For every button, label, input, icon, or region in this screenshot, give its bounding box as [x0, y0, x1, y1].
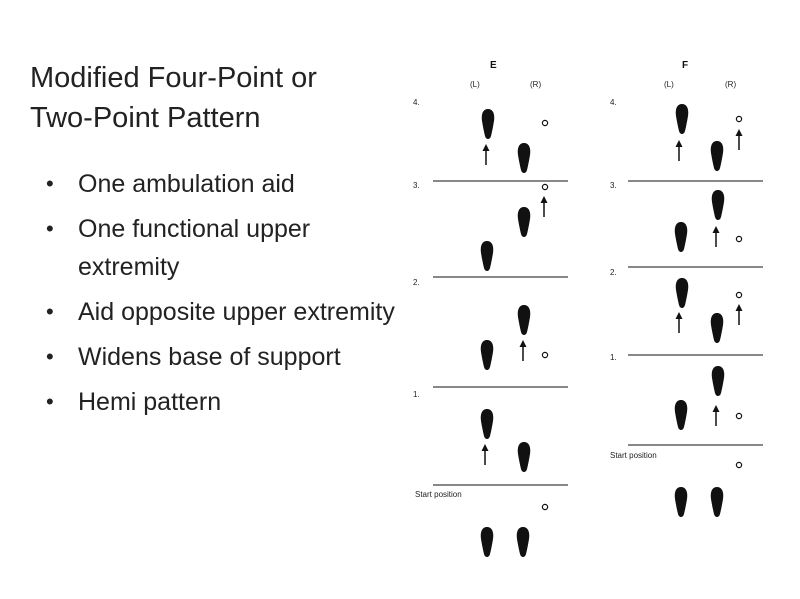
footprint-icon	[516, 527, 530, 557]
column-f-left-label: (L)	[664, 80, 674, 89]
arrow-up-icon	[674, 139, 684, 162]
column-e-start-label: Start position	[415, 490, 462, 499]
bullet-text: Widens base of support	[78, 343, 341, 371]
cane-tip-icon	[735, 412, 743, 420]
slide-title-line-2: Two-Point Pattern	[30, 102, 261, 134]
column-f-step-3-label: 3.	[610, 181, 617, 190]
cane-tip-icon	[541, 119, 549, 127]
column-f: F (L) (R) 4. 3. 2. 1. Start position	[610, 60, 763, 517]
footprint-icon	[710, 313, 724, 343]
footprint-icon	[711, 190, 725, 220]
footprint-icon	[517, 442, 531, 472]
arrow-up-icon	[734, 128, 744, 151]
bullet-text: Hemi pattern	[78, 388, 222, 416]
bullet-text: One ambulation aid	[78, 170, 295, 198]
column-e-step-4-label: 4.	[413, 98, 420, 107]
footprint-icon	[517, 305, 531, 335]
bullet-text: Aid opposite upper extremity	[78, 298, 395, 326]
slide-title: Modified Four-Point or Two-Point Pattern	[30, 58, 410, 138]
bullet-dot-icon: •	[46, 171, 54, 196]
arrow-up-icon	[711, 404, 721, 427]
footprint-icon	[480, 409, 494, 439]
bullet-item: • Aid opposite upper extremity	[46, 293, 406, 331]
bullet-dot-icon: •	[46, 344, 54, 369]
column-f-step-2-label: 2.	[610, 268, 617, 277]
column-e-step-2-label: 2.	[413, 278, 420, 287]
column-e: E (L) (R) 4. 3. 2. 1. Start position	[413, 60, 568, 557]
column-f-step-1-label: 1.	[610, 353, 617, 362]
arrow-up-icon	[518, 339, 528, 362]
footprint-icon	[674, 487, 688, 517]
cane-tip-icon	[541, 183, 549, 191]
footprint-icon	[710, 141, 724, 171]
footprint-icon	[674, 400, 688, 430]
footprint-icon	[711, 366, 725, 396]
column-e-left-label: (L)	[470, 80, 480, 89]
arrow-up-icon	[481, 143, 491, 166]
footprint-icon	[517, 207, 531, 237]
footprint-icon	[480, 527, 494, 557]
cane-tip-icon	[735, 115, 743, 123]
footprint-icon	[710, 487, 724, 517]
arrow-up-icon	[711, 225, 721, 248]
footprint-icon	[517, 143, 531, 173]
bullet-dot-icon: •	[46, 216, 54, 241]
footprint-icon	[675, 278, 689, 308]
bullet-item: • Widens base of support	[46, 338, 406, 376]
bullet-dot-icon: •	[46, 299, 54, 324]
footprint-icon	[674, 222, 688, 252]
cane-tip-icon	[541, 503, 549, 511]
bullet-dot-icon: •	[46, 389, 54, 414]
column-f-letter: F	[682, 60, 688, 71]
footprint-icon	[675, 104, 689, 134]
bullet-item: • Hemi pattern	[46, 383, 406, 421]
cane-tip-icon	[541, 351, 549, 359]
arrow-up-icon	[734, 303, 744, 326]
footprint-icon	[480, 241, 494, 271]
column-f-right-label: (R)	[725, 80, 736, 89]
gait-pattern-diagram: E (L) (R) 4. 3. 2. 1. Start position	[413, 60, 763, 557]
column-e-step-1-label: 1.	[413, 390, 420, 399]
slide-title-line-1: Modified Four-Point or	[30, 62, 317, 94]
column-e-letter: E	[490, 60, 497, 71]
cane-tip-icon	[735, 291, 743, 299]
arrow-up-icon	[674, 311, 684, 334]
gait-pattern-figure: E (L) (R) 4. 3. 2. 1. Start position	[405, 45, 783, 575]
arrow-up-icon	[480, 443, 490, 466]
footprint-icon	[481, 109, 495, 139]
cane-tip-icon	[735, 235, 743, 243]
bullet-item: • One ambulation aid	[46, 165, 406, 203]
bullet-list: • One ambulation aid • One functional uppe…	[46, 165, 406, 428]
cane-tip-icon	[735, 461, 743, 469]
column-f-start-label: Start position	[610, 451, 657, 460]
column-e-step-3-label: 3.	[413, 181, 420, 190]
bullet-item: • One functional upper extremity	[46, 210, 406, 286]
bullet-text: One functional upper extremity	[78, 215, 311, 281]
footprint-icon	[480, 340, 494, 370]
column-f-step-4-label: 4.	[610, 98, 617, 107]
arrow-up-icon	[539, 195, 549, 218]
column-e-right-label: (R)	[530, 80, 541, 89]
